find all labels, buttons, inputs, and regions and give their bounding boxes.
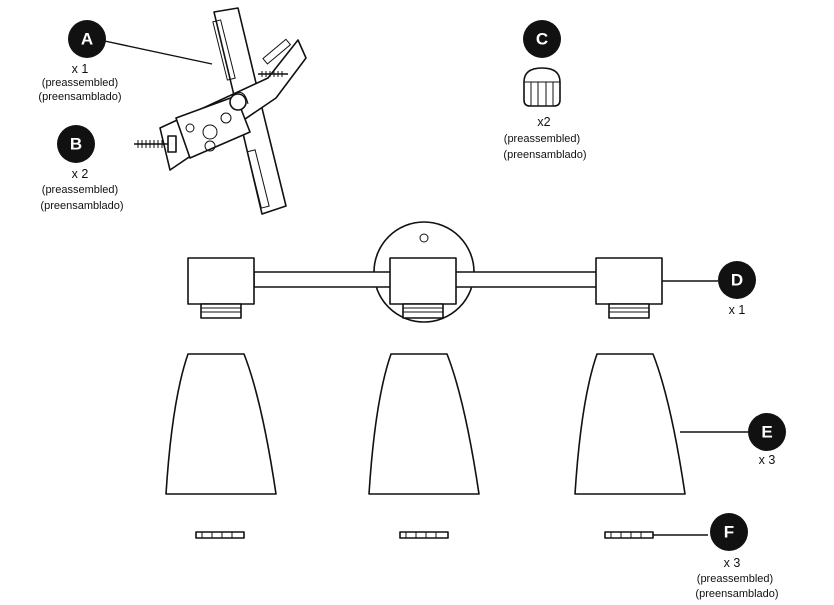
part-quantity: x 3: [724, 556, 741, 570]
part-note-es: (preensamblado): [695, 588, 778, 600]
part-label-e: E x 3: [748, 413, 786, 467]
part-letter: D: [731, 271, 743, 290]
part-quantity: x 1: [729, 303, 746, 317]
screw-illustration: [134, 135, 177, 153]
part-note-en: (preassembled): [504, 133, 580, 145]
part-label-a: A x 1 (preassembled) (preensamblado): [38, 20, 122, 103]
part-quantity: x 1: [72, 62, 89, 76]
part-label-c: C x2 (preassembled) (preensamblado): [503, 20, 587, 161]
part-note-es: (preensamblado): [38, 91, 121, 103]
fixture-body-illustration: [187, 221, 663, 323]
part-quantity: x 2: [72, 167, 89, 181]
part-letter: A: [81, 30, 93, 49]
part-note-en: (preassembled): [42, 77, 118, 89]
shade-rings-illustration: [195, 531, 654, 539]
wire-nut-illustration: [523, 67, 561, 107]
glass-shades-illustration: [165, 353, 686, 495]
mounting-bracket-illustration: [159, 7, 307, 215]
part-quantity: x 3: [759, 453, 776, 467]
part-letter: F: [724, 523, 734, 542]
part-note-en: (preassembled): [42, 184, 118, 196]
part-letter: C: [536, 30, 548, 49]
part-label-d: D x 1: [718, 261, 756, 317]
part-quantity: x2: [537, 115, 550, 129]
part-note-es: (preensamblado): [40, 200, 123, 212]
part-note-en: (preassembled): [697, 573, 773, 585]
part-label-f: F x 3 (preassembled) (preensamblado): [695, 513, 779, 600]
part-label-b: B x 2 (preassembled) (preensamblado): [40, 125, 124, 212]
leader-line-a: [99, 39, 213, 65]
part-letter: E: [761, 423, 772, 442]
part-note-es: (preensamblado): [503, 149, 586, 161]
part-letter: B: [70, 135, 82, 154]
